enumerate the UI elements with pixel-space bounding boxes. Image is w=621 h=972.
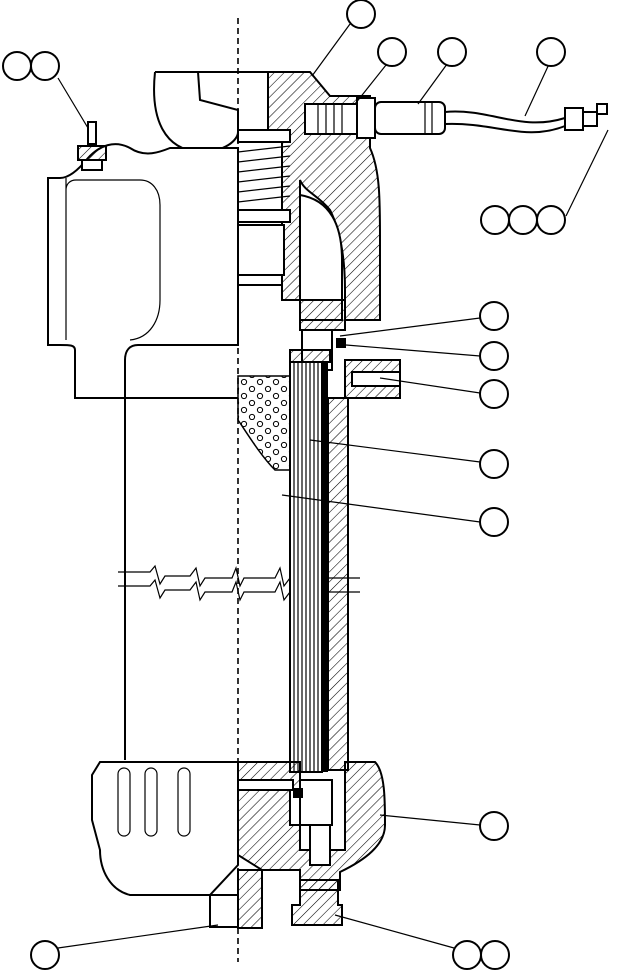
valve-body [237, 224, 285, 276]
lower-gasket [237, 779, 294, 791]
drain-passage [309, 824, 331, 866]
bowl-wall [327, 397, 349, 771]
o-ring-lower [293, 788, 303, 798]
break-line-top [118, 564, 360, 588]
callout-bubble [479, 379, 509, 409]
callout-bubble [479, 301, 509, 331]
callout-bubble [479, 811, 509, 841]
drain-valve [291, 879, 343, 926]
break-line-bottom [118, 578, 360, 602]
filter-media [237, 375, 291, 471]
center-tube-bottom [299, 779, 333, 826]
restriction-indicator [304, 97, 608, 139]
callout-bubble [480, 205, 510, 235]
passage [299, 193, 343, 321]
vent-plug [77, 121, 107, 171]
head-panel [65, 178, 161, 341]
callout-bubble [479, 507, 509, 537]
callout-bubble [30, 940, 60, 970]
adapter-collar [299, 299, 346, 331]
callout-bubble [480, 940, 510, 970]
head-housing [47, 143, 239, 399]
callout-bubble [479, 449, 509, 479]
callout-bubble [452, 940, 482, 970]
callout-bubble [346, 0, 376, 29]
callout-bubble [536, 37, 566, 67]
callout-bubble [479, 341, 509, 371]
callout-bubble [437, 37, 467, 67]
filter-element [289, 361, 328, 773]
drain-plug [209, 894, 239, 928]
lower-casting [237, 761, 387, 891]
callout-bubble [30, 51, 60, 81]
callout-bubble [536, 205, 566, 235]
element-top-cap [289, 349, 331, 363]
drain-stem [237, 869, 263, 929]
bypass-spring [237, 145, 291, 203]
o-ring-upper [336, 338, 346, 348]
bottom-cap [91, 761, 239, 896]
side-port [344, 359, 401, 399]
spring-retainer [237, 209, 291, 223]
callout-bubble [508, 205, 538, 235]
callout-bubble [377, 37, 407, 67]
cap-ribs [117, 767, 191, 837]
section-half [237, 71, 608, 929]
callouts [2, 0, 566, 970]
callout-bubble [2, 51, 32, 81]
leader-lines [57, 23, 609, 949]
valve-seat [237, 129, 291, 143]
exterior-half [47, 71, 360, 928]
